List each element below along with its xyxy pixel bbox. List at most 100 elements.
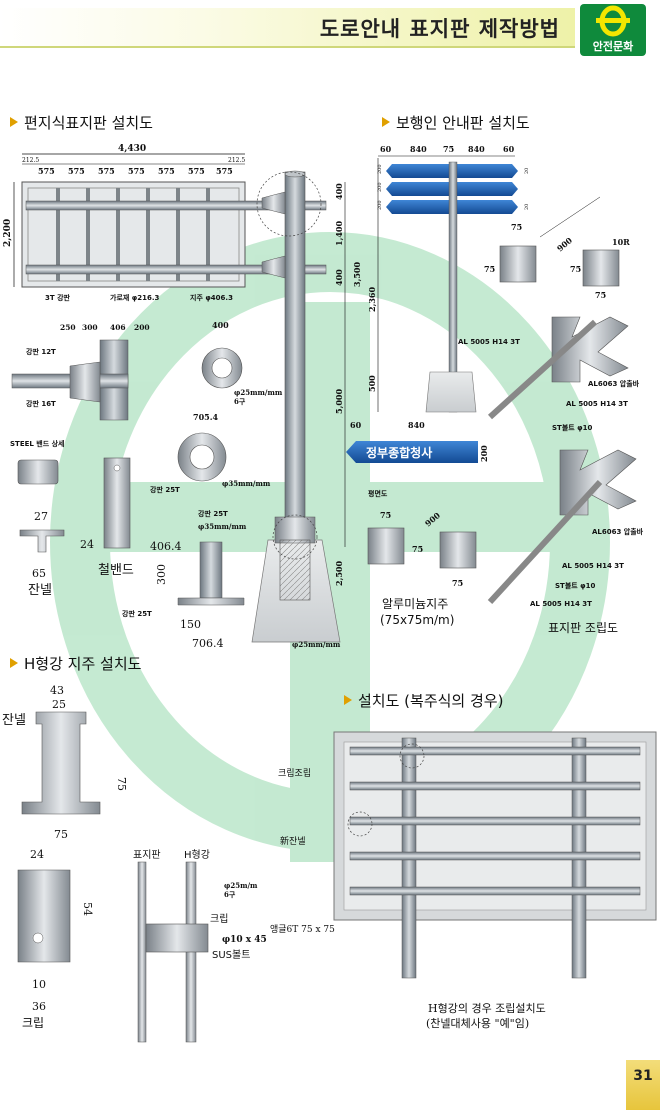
svg-text:200: 200 (134, 323, 150, 332)
svg-text:54: 54 (81, 902, 94, 916)
svg-text:75: 75 (115, 777, 128, 791)
svg-text:H형강: H형강 (184, 849, 210, 861)
svg-text:정부종합청사: 정부종합청사 (366, 445, 432, 460)
svg-text:400: 400 (212, 320, 229, 330)
page-number: 31 (633, 1068, 653, 1084)
svg-text:400: 400 (334, 183, 344, 200)
svg-text:10R: 10R (612, 237, 630, 247)
svg-text:강판 16T: 강판 16T (26, 399, 56, 408)
svg-text:AL6063 압출바: AL6063 압출바 (588, 379, 640, 388)
svg-text:AL 5005 H14 3T: AL 5005 H14 3T (562, 562, 624, 570)
overhead-sign-drawing: 4,430 212.5 212.5 575 575 575 575 575 57… (3, 144, 346, 650)
svg-text:75: 75 (511, 222, 522, 232)
header-band (0, 8, 575, 48)
svg-text:900: 900 (555, 235, 575, 254)
svg-text:200: 200 (377, 200, 383, 210)
svg-text:φ35mm/mm: φ35mm/mm (198, 522, 247, 531)
svg-text:1,400: 1,400 (334, 221, 344, 246)
svg-text:표지판 조립도: 표지판 조립도 (548, 621, 618, 635)
svg-text:300: 300 (82, 323, 98, 332)
bullet-arrow-icon (382, 117, 390, 127)
section-title-multi: 설치도 (복주식의 경우) (344, 692, 503, 710)
svg-text:75: 75 (570, 264, 581, 274)
svg-text:400: 400 (334, 269, 344, 286)
bullet-arrow-icon (10, 658, 18, 668)
svg-text:표지판: 표지판 (133, 849, 161, 861)
svg-text:3,500: 3,500 (352, 262, 362, 287)
svg-text:200: 200 (377, 182, 383, 192)
page-number-tab: 31 (626, 1060, 660, 1110)
page-header: 도로안내 표지판 제작방법 안전문화 (0, 0, 660, 62)
svg-text:2,360: 2,360 (367, 287, 377, 312)
svg-text:840: 840 (408, 420, 425, 430)
svg-text:보행인 안내판 설치도: 보행인 안내판 설치도 (396, 114, 530, 132)
svg-text:43: 43 (50, 684, 64, 697)
installation-drawing: 편지식표지판 설치도 보행인 안내판 설치도 H형강 지주 설치도 설치도 (복… (2, 114, 657, 1043)
svg-text:75: 75 (443, 144, 454, 154)
svg-text:H형강 지주 설치도: H형강 지주 설치도 (24, 655, 142, 673)
svg-text:평면도: 평면도 (368, 489, 388, 498)
svg-text:편지식표지판 설치도: 편지식표지판 설치도 (24, 114, 153, 132)
svg-text:크립: 크립 (210, 912, 228, 925)
svg-text:철밴드: 철밴드 (98, 563, 134, 578)
h-beam-post-drawing: 43 25 잔넬 75 75 24 54 10 36 크립 표지판 H형강 φ2… (2, 684, 267, 1043)
svg-text:잔넬: 잔넬 (2, 713, 26, 728)
svg-text:20: 20 (524, 204, 530, 210)
svg-text:75: 75 (412, 544, 423, 554)
svg-text:212.5: 212.5 (22, 157, 39, 164)
pedestrian-sign-drawing: 60 840 75 840 60 200 200 200 20 20 3,500… (346, 144, 644, 635)
svg-text:575: 575 (216, 166, 233, 176)
svg-text:φ25m/m: φ25m/m (224, 881, 258, 890)
svg-text:φ10 x 45: φ10 x 45 (222, 935, 267, 945)
svg-text:300: 300 (155, 564, 168, 585)
svg-text:AL 5005 H14 3T: AL 5005 H14 3T (566, 400, 628, 408)
svg-text:36: 36 (32, 1000, 46, 1013)
svg-text:500: 500 (367, 375, 377, 392)
svg-text:STEEL 밴드 상세: STEEL 밴드 상세 (10, 439, 64, 448)
svg-text:60: 60 (503, 144, 515, 154)
svg-text:575: 575 (68, 166, 85, 176)
svg-text:(찬넬대체사용 "예"임): (찬넬대체사용 "예"임) (426, 1016, 529, 1030)
section-title-hbeam: H형강 지주 설치도 (10, 655, 142, 673)
svg-text:10: 10 (32, 978, 46, 991)
svg-text:φ35mm/mm: φ35mm/mm (222, 479, 271, 488)
svg-text:2,200: 2,200 (3, 219, 13, 247)
svg-text:705.4: 705.4 (193, 412, 218, 422)
svg-text:25: 25 (52, 698, 66, 711)
svg-text:AL 5005 H14 3T: AL 5005 H14 3T (530, 600, 592, 608)
section-title-overhead: 편지식표지판 설치도 (10, 114, 153, 132)
svg-text:406: 406 (110, 323, 126, 332)
svg-text:5,000: 5,000 (334, 389, 344, 414)
svg-text:840: 840 (468, 144, 485, 154)
svg-text:75: 75 (380, 510, 391, 520)
svg-text:4,430: 4,430 (118, 144, 146, 154)
svg-text:406.4: 406.4 (150, 540, 182, 553)
svg-text:φ25mm/mm: φ25mm/mm (234, 388, 283, 397)
multi-post-drawing: 크립조립 新잔넬 앵글6T 75 x 75 H형강의 경우 조립설치도 (찬넬대… (270, 731, 657, 1030)
svg-text:AL 5005 H14 3T: AL 5005 H14 3T (458, 338, 520, 346)
svg-text:250: 250 (60, 323, 76, 332)
svg-text:SUS볼트: SUS볼트 (212, 949, 250, 961)
svg-text:60: 60 (380, 144, 392, 154)
svg-text:(75x75m/m): (75x75m/m) (380, 613, 454, 627)
svg-text:강판 25T: 강판 25T (150, 485, 180, 494)
bullet-arrow-icon (10, 117, 18, 127)
svg-text:3T 강판: 3T 강판 (45, 293, 71, 302)
svg-text:6구: 6구 (234, 397, 246, 406)
svg-text:575: 575 (158, 166, 175, 176)
svg-text:75: 75 (452, 578, 463, 588)
svg-text:잔넬: 잔넬 (28, 583, 52, 598)
bullet-arrow-icon (344, 695, 352, 705)
svg-text:200: 200 (377, 164, 383, 174)
svg-text:75: 75 (595, 290, 606, 300)
svg-text:24: 24 (80, 538, 94, 551)
svg-text:150: 150 (180, 618, 201, 631)
svg-text:알루미늄지주: 알루미늄지주 (382, 597, 448, 611)
svg-text:ST볼트 φ10: ST볼트 φ10 (552, 423, 592, 432)
svg-text:ST볼트 φ10: ST볼트 φ10 (555, 581, 595, 590)
svg-text:新잔넬: 新잔넬 (280, 835, 306, 847)
svg-text:27: 27 (34, 510, 48, 523)
svg-text:강판 25T: 강판 25T (122, 609, 152, 618)
svg-text:지주 φ406.3: 지주 φ406.3 (190, 293, 233, 302)
svg-text:강판 12T: 강판 12T (26, 347, 56, 356)
